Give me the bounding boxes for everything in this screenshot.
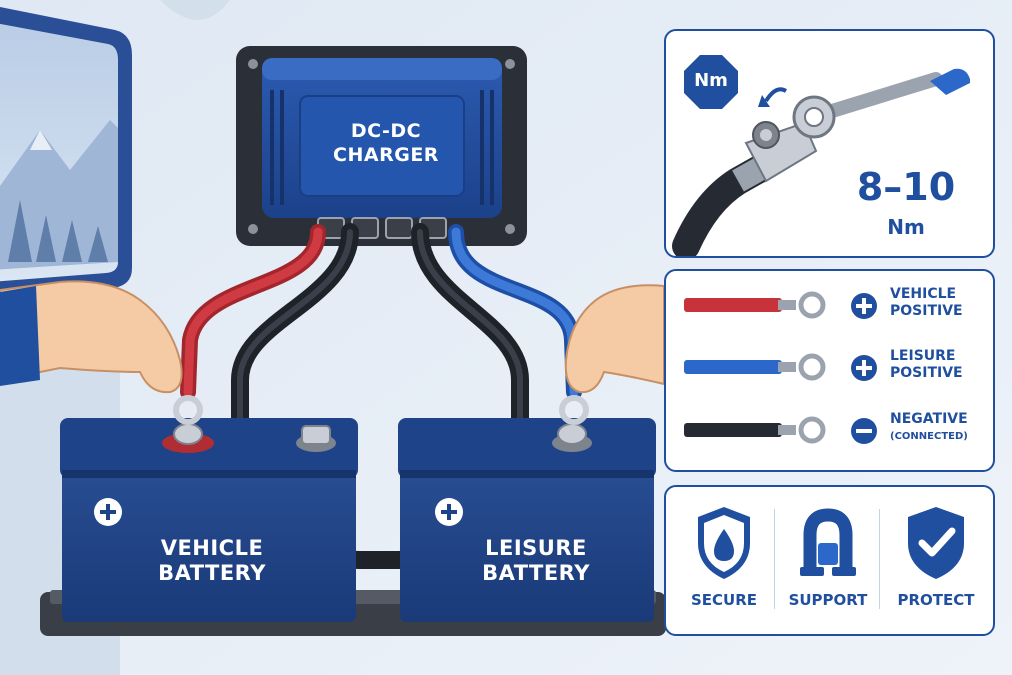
legend-label-line1: VEHICLE <box>890 286 957 302</box>
legend-label-line2: POSITIVE <box>890 365 963 381</box>
feature-secure: SECURE <box>672 487 776 634</box>
legend-label-line1: NEGATIVE <box>890 411 968 427</box>
red-ring-terminal <box>173 395 203 425</box>
torque-cable <box>672 149 784 256</box>
legend-row-vehicle-positive: VEHICLE POSITIVE <box>678 286 988 336</box>
nm-badge-text: Nm <box>694 70 728 91</box>
torque-illustration <box>672 55 970 256</box>
divider <box>879 509 880 609</box>
blue-ring-terminal <box>559 395 589 425</box>
rotation-arrow-icon <box>764 87 788 103</box>
black-wire-swatch <box>684 423 782 437</box>
legend-label-line1: LEISURE <box>890 348 956 364</box>
charger-label-line1: DC-DC <box>350 120 422 142</box>
pine-trees <box>8 200 108 262</box>
leisure-battery-label-line1: LEISURE <box>485 536 587 560</box>
mountain <box>0 120 118 270</box>
left-hand <box>0 280 183 394</box>
red-wire-swatch <box>684 298 782 312</box>
leisure-battery-label-line2: BATTERY <box>482 561 590 585</box>
vehicle-battery-label-line2: BATTERY <box>158 561 266 585</box>
feature-label: PROTECT <box>897 591 975 609</box>
feature-support: SUPPORT <box>776 487 880 634</box>
leisure-battery <box>398 418 656 622</box>
torque-unit: Nm <box>887 215 925 239</box>
shield-droplet-icon <box>698 507 750 579</box>
cable-clip-icon <box>800 508 856 576</box>
wire-legend-panel: VEHICLE POSITIVE LEISURE POSITIVE <box>664 269 995 472</box>
divider <box>774 509 775 609</box>
van-window <box>0 7 132 300</box>
vehicle-battery-label-line1: VEHICLE <box>160 536 264 560</box>
feature-label: SECURE <box>690 591 758 609</box>
features-panel: SECURE SUPPORT PROTECT <box>664 485 995 636</box>
legend-label-line2: (CONNECTED) <box>890 431 968 442</box>
feature-label: SUPPORT <box>788 591 868 609</box>
vehicle-battery <box>60 418 358 622</box>
wrench-handle <box>930 68 970 95</box>
charger-label-line2: CHARGER <box>333 144 439 166</box>
legend-label-line2: POSITIVE <box>890 303 963 319</box>
shield-check-icon <box>908 507 964 579</box>
right-hand <box>564 284 665 394</box>
dc-dc-charger <box>262 58 502 239</box>
torque-value: 8–10 <box>856 165 956 209</box>
feature-protect: PROTECT <box>884 487 988 634</box>
nm-badge-icon <box>684 55 738 109</box>
blue-wire-swatch <box>684 360 782 374</box>
legend-row-negative: NEGATIVE (CONNECTED) <box>678 411 988 461</box>
torque-panel: Nm 8–10 Nm <box>664 29 995 258</box>
legend-row-leisure-positive: LEISURE POSITIVE <box>678 348 988 398</box>
